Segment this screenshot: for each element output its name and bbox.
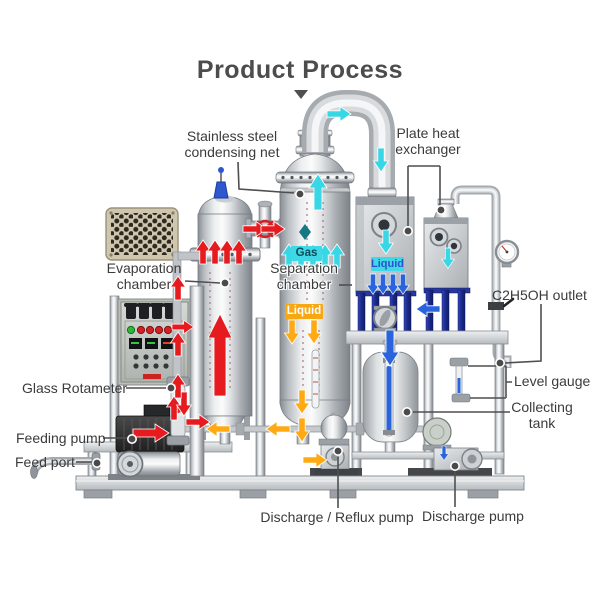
sight-tube-tank bbox=[383, 358, 395, 437]
condensing-net bbox=[299, 224, 311, 240]
label-plate-heat-exchanger: Plate heat exchanger bbox=[395, 125, 461, 157]
page-title: Product Process bbox=[196, 56, 404, 84]
discharge-reflux-pump bbox=[314, 412, 358, 477]
sight-tube-separation bbox=[311, 349, 320, 409]
label-feed-port: Feed port bbox=[15, 454, 75, 470]
perforated-plate-inset bbox=[105, 207, 179, 261]
panel-red-bar bbox=[143, 374, 161, 379]
label-c2h5oh-outlet: C2H5OH outlet bbox=[492, 287, 587, 303]
pressure-gauge bbox=[494, 239, 520, 268]
annotation-dots bbox=[92, 189, 505, 471]
pump-mat bbox=[408, 468, 492, 478]
overhead-pipe bbox=[302, 90, 397, 198]
liquid-flow-chip-separation: Liquid bbox=[285, 304, 323, 319]
label-glass-rotameter: Glass Rotameter bbox=[22, 380, 128, 396]
label-discharge-pump: Discharge pump bbox=[422, 508, 524, 524]
level-gauge-assembly bbox=[449, 357, 471, 403]
red-buttons bbox=[136, 325, 173, 335]
frame-post bbox=[189, 285, 205, 477]
collecting-tank bbox=[362, 339, 419, 453]
liquid-flow-chip-exchanger: Liquid bbox=[371, 257, 404, 271]
title-pointer bbox=[294, 90, 308, 99]
annotation-leaders bbox=[76, 161, 542, 508]
label-discharge-reflux-pump: Discharge / Reflux pump bbox=[260, 509, 414, 525]
cable-glands bbox=[124, 303, 177, 319]
label-separation-chamber: Separation chamber bbox=[270, 260, 338, 292]
label-level-gauge: Level gauge bbox=[514, 373, 591, 389]
green-button bbox=[126, 325, 136, 335]
label-feeding-pump: Feeding pump bbox=[16, 430, 106, 446]
label-collecting-tank: Collecting tank bbox=[511, 399, 573, 431]
small-buttons bbox=[133, 354, 169, 369]
relief-valve bbox=[213, 181, 229, 199]
pipe-valve bbox=[488, 297, 515, 310]
panel-displays bbox=[129, 338, 174, 349]
gas-flow-chip: Gas bbox=[291, 246, 322, 261]
label-evaporation-chamber: Evaporation chamber bbox=[106, 260, 182, 292]
label-condensing-net: Stainless steel condensing net bbox=[184, 128, 280, 160]
